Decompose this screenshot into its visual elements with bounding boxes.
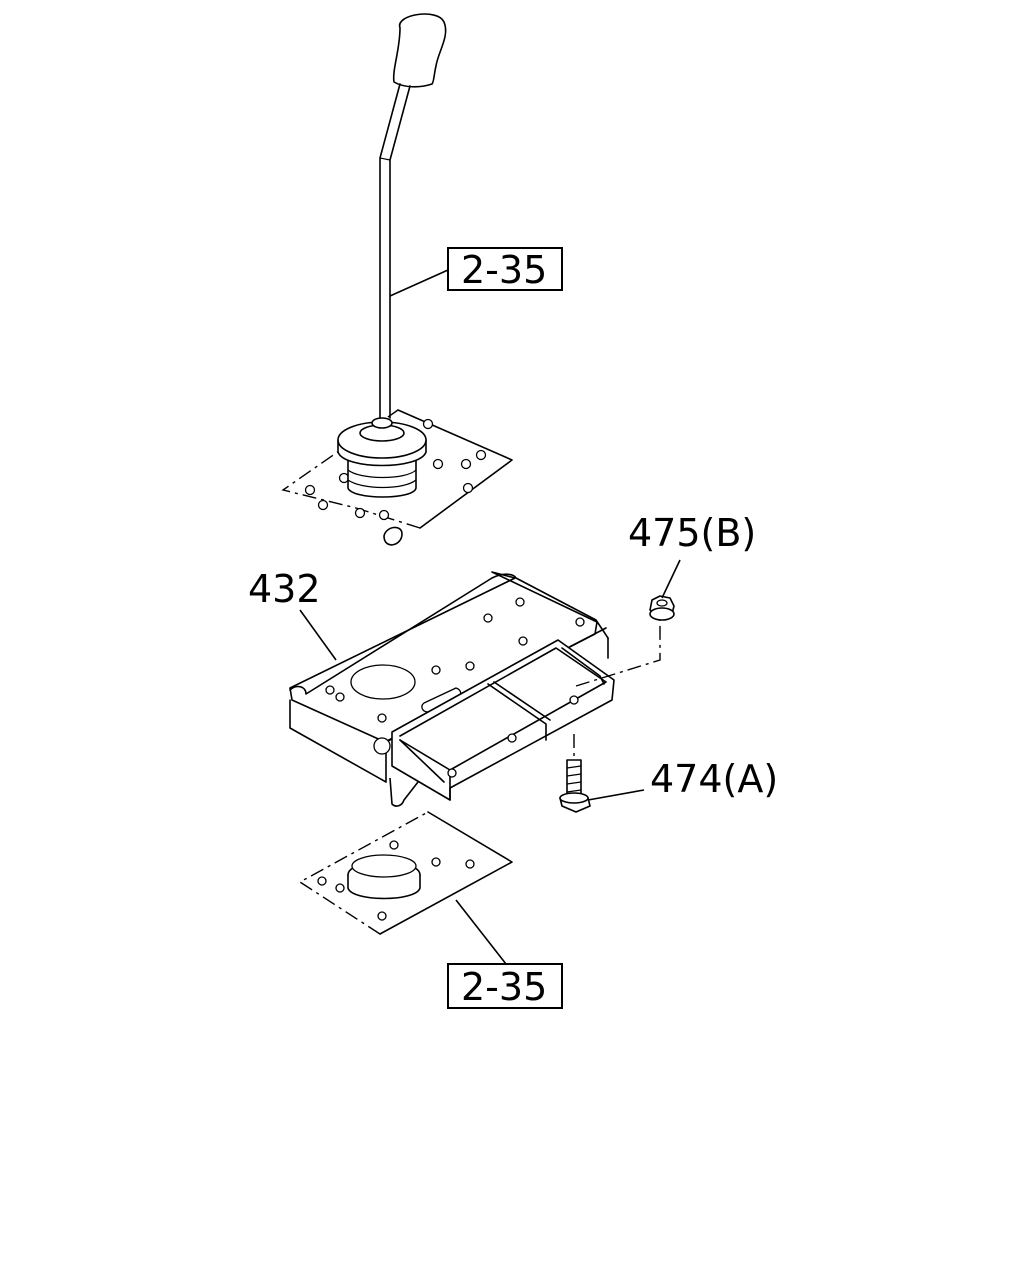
ref-box-bottom (447, 963, 563, 1009)
part-label-475: 475(B) (628, 511, 756, 555)
part-label-474: 474(A) (650, 757, 778, 801)
ref-label-bottom: 2-35 (461, 965, 547, 1009)
bracket-tray (391, 618, 661, 801)
leader-ref-top (389, 269, 449, 297)
lower-gasket-plate (298, 811, 513, 935)
ref-box-top (447, 247, 563, 291)
nut-475 (649, 595, 675, 621)
upper-gasket-plate (281, 409, 513, 529)
leader-475 (661, 559, 681, 599)
callout-ref-top: 2-35 (447, 247, 563, 292)
callout-ref-bottom: 2-35 (447, 963, 563, 1009)
leader-474 (587, 789, 645, 801)
leader-432 (299, 609, 337, 661)
bolt-474 (559, 734, 591, 813)
bracket-432 (289, 571, 609, 807)
lever-boot (337, 417, 427, 546)
ref-label-top: 2-35 (461, 248, 547, 292)
part-label-432: 432 (248, 567, 321, 611)
shift-lever (379, 13, 447, 419)
leader-ref-bottom (455, 899, 507, 965)
